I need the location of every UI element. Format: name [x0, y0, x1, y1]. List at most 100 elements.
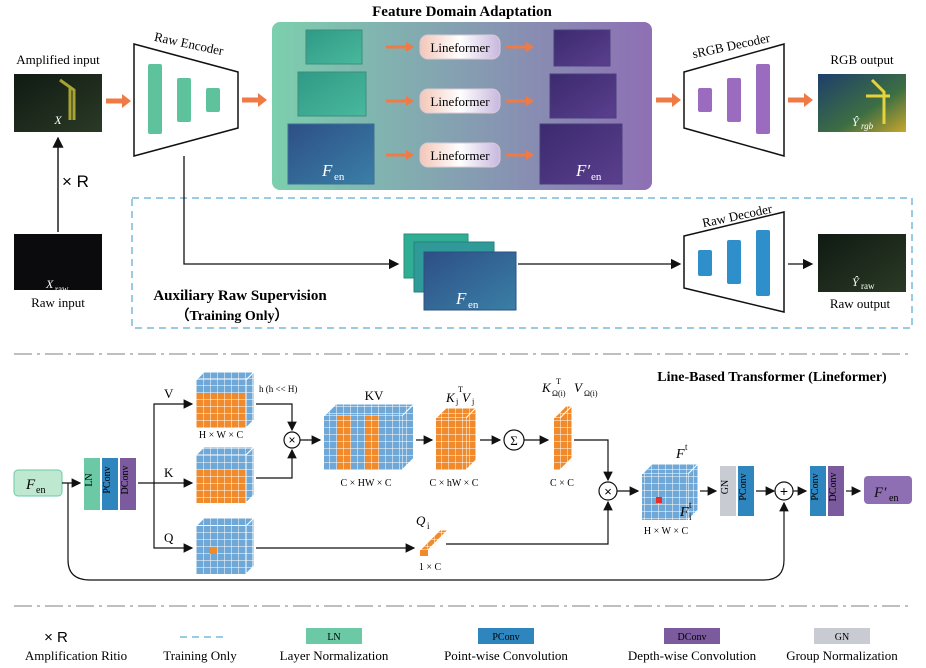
lineformer-label-1: Lineformer — [430, 40, 490, 55]
lf-input-symbol: F — [25, 477, 36, 493]
x-raw-subscript: raw — [55, 284, 69, 294]
komega-v-sub: Ω(i) — [584, 389, 598, 398]
feature-map-in-3 — [287, 123, 375, 185]
v-cube — [194, 370, 256, 430]
fen-symbol: F — [321, 161, 333, 180]
y-rgb-symbol: Ŷ — [852, 115, 860, 129]
kjvj-sup: T — [458, 385, 463, 394]
kv-dim: C × HW × C — [340, 478, 391, 489]
feature-map-in-1 — [305, 29, 363, 65]
fda-title: Feature Domain Adaptation — [372, 4, 552, 20]
lineformer-row-3: Lineformer — [386, 142, 534, 168]
lineformer-row-1: Lineformer — [386, 34, 534, 60]
k-cube — [194, 445, 256, 505]
legend-ln-desc: Layer Normalization — [280, 648, 389, 663]
ft-cube — [640, 462, 700, 522]
qi-symbol: Q — [416, 513, 426, 528]
komega-dim: C × C — [550, 478, 574, 489]
svg-text:×: × — [288, 433, 295, 447]
svg-text:×: × — [604, 484, 612, 499]
rgb-output-label: RGB output — [830, 52, 894, 67]
kjvj-v-sub: j — [471, 397, 474, 406]
raw-output-label: Raw output — [830, 296, 891, 311]
lineformer-row-2: Lineformer — [386, 88, 534, 114]
legend-gn-desc: Group Normalization — [786, 648, 898, 663]
lf-dconv-2: DConv — [828, 473, 839, 502]
kv-cube — [322, 402, 416, 472]
legend-pconv-desc: Point-wise Convolution — [444, 648, 568, 663]
feature-map-out-3 — [539, 123, 623, 185]
legend: × R Amplification Ritio Training Only LN… — [25, 628, 898, 663]
rgb-output-image — [818, 74, 906, 132]
aux-fen-subscript: en — [468, 299, 479, 311]
k-label: K — [164, 465, 174, 480]
branch-v — [138, 399, 194, 484]
fit-superscript: t — [689, 500, 692, 510]
svg-text:+: + — [780, 483, 788, 499]
lf-output-box — [864, 476, 912, 504]
encoder-to-aux-arrow — [183, 156, 400, 270]
raw-input-image — [14, 234, 102, 290]
qi-dim: 1 × C — [419, 562, 442, 573]
kjvj-symbol: K — [445, 390, 456, 405]
lf-input-subscript: en — [36, 485, 45, 496]
fen-prime-subscript: en — [591, 171, 602, 183]
h-note: h (h << H) — [259, 384, 297, 394]
legend-ln: LN — [327, 632, 340, 643]
legend-dconv: DConv — [678, 632, 707, 643]
feature-map-out-2 — [549, 73, 617, 119]
aux-supervision-box — [131, 197, 913, 329]
feature-map-in-2 — [297, 71, 367, 117]
lf-ln: LN — [84, 473, 95, 486]
aux-feature-3 — [423, 251, 517, 311]
residual-connection — [67, 483, 789, 581]
legend-amplification: Amplification Ritio — [25, 648, 127, 663]
amplified-input-image — [14, 74, 102, 132]
komega-v: V — [574, 380, 584, 395]
fen-prime-symbol: F′ — [575, 161, 590, 180]
x-raw-symbol: X — [45, 277, 54, 291]
feature-map-out-1 — [553, 29, 611, 67]
lf-gn: GN — [720, 480, 731, 494]
fit-symbol: F — [679, 505, 689, 520]
raw-input-label: Raw input — [31, 295, 85, 310]
sigma-symbol: Σ — [510, 433, 518, 448]
legend-training-only: Training Only — [163, 648, 237, 663]
lineformer-label-3: Lineformer — [430, 148, 490, 163]
ft-superscript: t — [685, 442, 688, 452]
x-symbol: X — [53, 113, 62, 127]
ft-symbol: F — [675, 447, 685, 462]
aux-subtitle: （Training Only） — [176, 308, 289, 324]
q-label: Q — [164, 530, 174, 545]
komega-cube — [552, 404, 574, 472]
branch-q — [153, 483, 194, 553]
v-label: V — [164, 386, 174, 401]
lineformer-label-2: Lineformer — [430, 94, 490, 109]
kjvj-v: V — [462, 390, 472, 405]
lf-norm-conv-stack: LN PConv DConv — [84, 458, 136, 510]
lf-output-symbol: F′ — [873, 485, 887, 501]
lf-output-subscript: en — [889, 493, 898, 504]
legend-times-r: × R — [44, 629, 68, 646]
v-dim: H × W × C — [199, 430, 244, 441]
komega-sub: Ω(i) — [552, 389, 566, 398]
fit-subscript: i — [689, 512, 692, 522]
q-cube — [194, 516, 256, 576]
lf-pconv-3: PConv — [810, 473, 821, 500]
lf-dconv: DConv — [120, 466, 131, 495]
legend-gn: GN — [835, 632, 849, 643]
qi-subscript: i — [427, 521, 430, 531]
aux-title: Auxiliary Raw Supervision — [153, 288, 327, 304]
lf-pconv-2: PConv — [738, 473, 749, 500]
y-rgb-subscript: rgb — [861, 121, 874, 131]
lf-pconv: PConv — [102, 466, 113, 493]
times-r-label: × R — [62, 172, 89, 191]
y-raw-symbol: Ŷ — [852, 275, 860, 289]
raw-output-image — [818, 234, 906, 292]
kjvj-sub-j: j — [455, 397, 458, 406]
ft-dim: H × W × C — [644, 526, 689, 537]
amplified-input-label: Amplified input — [16, 52, 100, 67]
komega-sup: T — [556, 377, 561, 386]
